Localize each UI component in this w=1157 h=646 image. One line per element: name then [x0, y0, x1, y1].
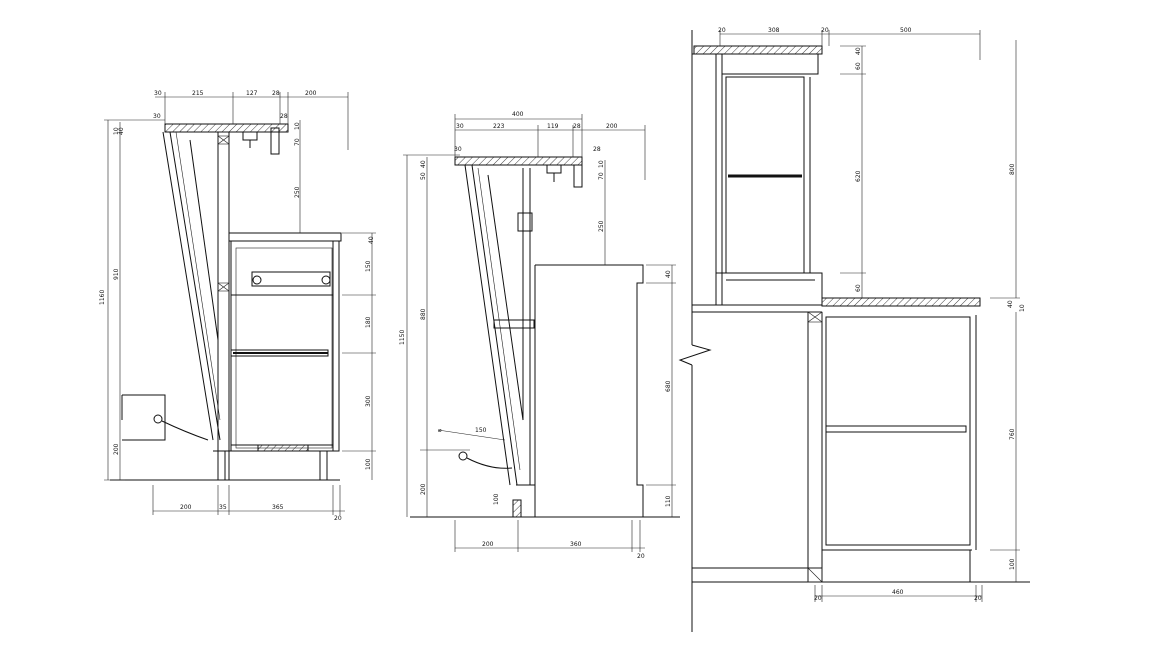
left-countertop	[164, 123, 289, 133]
left-dim-10: 10	[113, 127, 120, 135]
middle-dim-height: 1150	[399, 330, 406, 345]
right-dim-10: 10	[1019, 304, 1026, 312]
left-dim-910: 910	[113, 268, 120, 280]
middle-dim-100: 100	[493, 493, 500, 505]
middle-dim-40b: 40	[665, 270, 672, 278]
middle-dim-top-5: 200	[606, 123, 618, 130]
middle-dim-200: 200	[420, 483, 427, 495]
left-dim-180: 180	[365, 316, 372, 328]
middle-dim-bottom-1: 200	[482, 541, 494, 548]
right-section: 20 308 20 500 60 40 620 60 800 40 10 760…	[678, 27, 1030, 632]
left-dim-height: 1160	[99, 290, 106, 305]
middle-dim-10: 10	[598, 160, 605, 168]
right-dim-40a: 40	[855, 47, 862, 55]
middle-dim-680: 680	[665, 380, 672, 392]
left-section: 30 215 127 28 200 30 28 1160 910 200 10 …	[99, 90, 376, 522]
left-dim-150: 150	[365, 260, 372, 272]
left-dim-top-5: 200	[305, 90, 317, 97]
right-dim-40b: 40	[1007, 300, 1014, 308]
right-dim-60b: 60	[855, 284, 862, 292]
left-dim-300: 300	[365, 395, 372, 407]
right-dim-top-4: 500	[900, 27, 912, 34]
left-dim-top-1: 30	[154, 90, 162, 97]
left-dim-40: 40	[118, 127, 125, 135]
right-dim-bottom-1: 20	[814, 595, 822, 602]
right-dim-800: 800	[1009, 163, 1016, 175]
middle-dim-top-1: 30	[456, 123, 464, 130]
middle-mark-phi: ⌀	[438, 427, 442, 434]
right-lower-countertop	[821, 297, 981, 307]
middle-section: ⌀ 150 400 30 223 119 28 200 30 28 1150 8…	[399, 111, 680, 560]
middle-countertop	[454, 156, 583, 166]
left-dim-200: 200	[113, 443, 120, 455]
left-dim-top-4: 28	[272, 90, 280, 97]
left-mark-b: 28	[280, 113, 288, 120]
middle-dim-bottom-3: 20	[637, 553, 645, 560]
middle-dim-overall: 400	[512, 111, 524, 118]
middle-dim-40: 40	[420, 160, 427, 168]
middle-dim-150: 150	[475, 427, 487, 434]
middle-dim-top-2: 223	[493, 123, 505, 130]
middle-dim-110: 110	[665, 495, 672, 507]
middle-mark-a: 30	[454, 146, 462, 153]
middle-dim-top-4: 28	[573, 123, 581, 130]
right-dim-760: 760	[1009, 428, 1016, 440]
right-dim-top-3: 20	[821, 27, 829, 34]
right-upper-countertop	[693, 45, 823, 55]
right-dim-top-2: 308	[768, 27, 780, 34]
middle-mark-b: 28	[593, 146, 601, 153]
left-dim-bottom-3: 365	[272, 504, 284, 511]
left-dim-bottom-1: 200	[180, 504, 192, 511]
left-dim-bottom-4: 20	[334, 515, 342, 522]
middle-dim-bottom-2: 360	[570, 541, 582, 548]
left-dim-70: 70	[294, 138, 301, 146]
middle-dim-top-3: 119	[547, 123, 559, 130]
middle-dim-880: 880	[420, 308, 427, 320]
right-dim-60a: 60	[855, 62, 862, 70]
left-dim-10b: 10	[294, 122, 301, 130]
right-dim-bottom-2: 460	[892, 589, 904, 596]
middle-dim-70: 70	[598, 172, 605, 180]
middle-dim-250: 250	[598, 220, 605, 232]
right-dim-bottom-3: 20	[974, 595, 982, 602]
left-dim-100: 100	[365, 458, 372, 470]
left-dim-250: 250	[294, 186, 301, 198]
right-dim-top-1: 20	[718, 27, 726, 34]
right-dim-620: 620	[855, 170, 862, 182]
left-dim-40b: 40	[368, 236, 375, 244]
left-dim-bottom-2: 35	[219, 504, 227, 511]
middle-dim-50: 50	[420, 172, 427, 180]
right-dim-100: 100	[1009, 558, 1016, 570]
left-dim-top-3: 127	[246, 90, 258, 97]
left-mark-a: 30	[153, 113, 161, 120]
left-dim-top-2: 215	[192, 90, 204, 97]
